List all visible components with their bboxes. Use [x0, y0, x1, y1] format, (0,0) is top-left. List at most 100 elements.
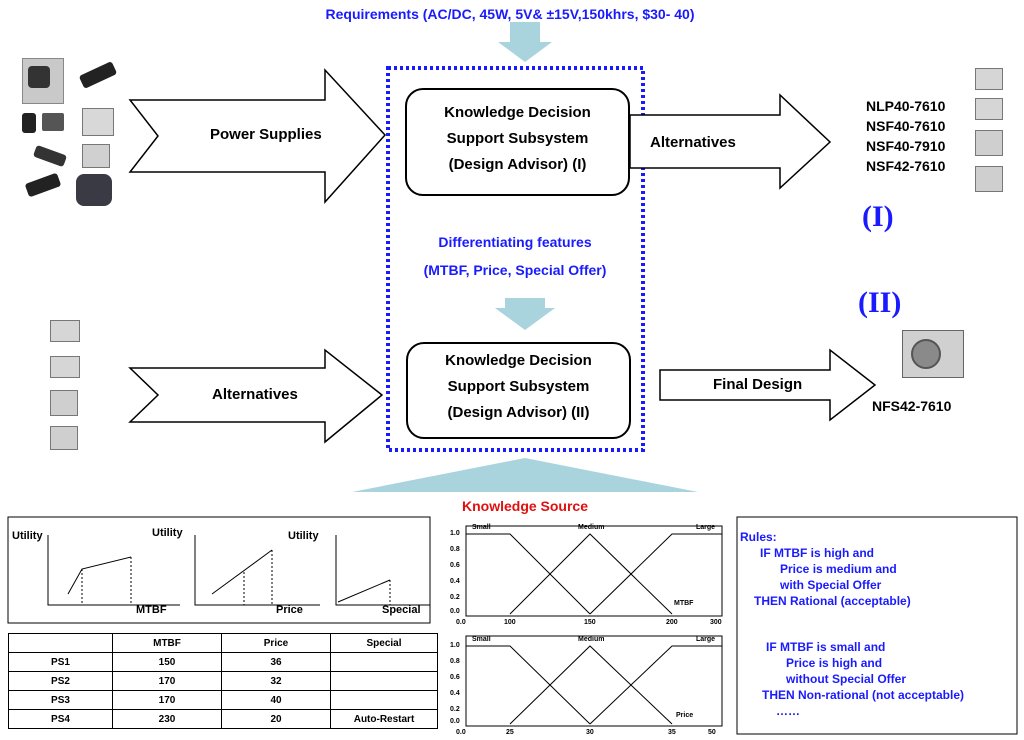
adapter-icon [22, 113, 36, 133]
utility-panel [7, 516, 431, 624]
y-tick: 1.0 [450, 642, 460, 649]
rule-line: IF MTBF is small and [766, 640, 886, 654]
y-tick: 1.0 [450, 530, 460, 537]
dss1-line3: (Design Advisor) (I) [448, 156, 587, 173]
x-tick: 25 [506, 729, 514, 736]
fuzzy-set-label: Medium [578, 636, 605, 643]
psu-box-icon [50, 320, 80, 342]
dss1-line1: Knowledge Decision [444, 104, 591, 121]
y-tick: 0.6 [450, 562, 460, 569]
rules-box [736, 516, 1018, 735]
table-cell: 36 [221, 652, 331, 672]
dss-box-2 [406, 342, 631, 439]
power-supplies-arrow [128, 68, 387, 204]
table-cell [330, 652, 438, 672]
adapter-icon [78, 61, 118, 89]
stage-2-label: (II) [858, 286, 902, 319]
features-line2: (MTBF, Price, Special Offer) [423, 262, 607, 278]
alternative-psu-icons-right [975, 68, 1015, 198]
fuzzy-var-label: MTBF [674, 600, 694, 607]
alternatives-in-label: Alternatives [212, 386, 298, 403]
utility-label-1: Utility [12, 530, 43, 542]
features-line1: Differentiating features [438, 234, 592, 250]
alt-item: NSF42-7610 [866, 158, 946, 174]
table-cell: 20 [221, 709, 331, 729]
alt-item: NSF40-7910 [866, 138, 946, 154]
psu-box-icon [50, 390, 78, 416]
power-supply-table: MTBF Price Special PS1 150 36 PS2 170 32… [8, 633, 438, 729]
table-cell [330, 671, 438, 691]
dss2-line1: Knowledge Decision [445, 352, 592, 369]
fuzzy-var-label: Price [676, 712, 694, 719]
rule-line: Price is high and [786, 656, 883, 670]
x-tick: 150 [584, 619, 596, 626]
x-tick: 30 [586, 729, 594, 736]
table-cell: PS4 [8, 709, 113, 729]
table-header: Price [221, 633, 331, 653]
table-row: PS4 230 20 Auto-Restart [8, 709, 438, 729]
knowledge-source-arrow [352, 458, 698, 492]
x-tick: 0.0 [456, 619, 466, 626]
table-header: MTBF [112, 633, 222, 653]
fuzzy-price-plot [465, 635, 723, 727]
psu-box-icon [975, 68, 1003, 90]
psu-box-icon [975, 166, 1003, 192]
x-tick: 300 [710, 619, 722, 626]
y-tick: 0.4 [450, 578, 460, 585]
final-design-label: Final Design [713, 376, 803, 393]
y-tick: 0.2 [450, 594, 460, 601]
final-product-label: NFS42-7610 [872, 398, 952, 414]
final-design-arrow [659, 348, 877, 422]
features-arrow [495, 298, 555, 330]
x-tick: 35 [668, 729, 676, 736]
y-tick: 0.6 [450, 674, 460, 681]
rule-line: THEN Non-rational (not acceptable) [762, 688, 965, 702]
power-supply-icons-left [20, 58, 140, 208]
psu-box-icon [975, 130, 1003, 156]
alternatives-out-label: Alternatives [650, 134, 736, 151]
x-tick: 200 [666, 619, 678, 626]
y-tick: 0.8 [450, 546, 460, 553]
table-header: Special [330, 633, 438, 653]
psu-box-icon [975, 98, 1003, 120]
utility-chart-price [194, 535, 320, 606]
requirements-label: Requirements (AC/DC, 45W, 5V& ±15V,150kh… [325, 6, 695, 22]
table-cell [330, 690, 438, 710]
x-tick: 100 [504, 619, 516, 626]
psu-box-icon [50, 356, 80, 378]
adapter-icon [42, 113, 64, 131]
fuzzy-set-label: Small [472, 636, 491, 643]
rule-line: Price is medium and [780, 562, 897, 576]
y-tick: 0.0 [450, 718, 460, 725]
fuzzy-mtbf-chart: Small Medium Large MTBF 1.0 0.8 0.6 0.4 … [448, 518, 730, 630]
fuzzy-set-label: Medium [578, 524, 605, 531]
psu-box-icon [82, 108, 114, 136]
requirements-arrow [498, 22, 552, 62]
utility-chart-special [335, 535, 430, 606]
table-cell: PS3 [8, 690, 113, 710]
utility-axis-price: Price [276, 604, 303, 616]
y-tick: 0.2 [450, 706, 460, 713]
table-cell: 170 [112, 690, 222, 710]
dss-box-1 [405, 88, 630, 196]
utility-axis-special: Special [382, 604, 421, 616]
y-tick: 0.4 [450, 690, 460, 697]
table-cell: 150 [112, 652, 222, 672]
rule-line: …… [776, 704, 800, 718]
adapter-icon [24, 172, 62, 198]
utility-axis-mtbf: MTBF [136, 604, 167, 616]
psu-box-icon [82, 144, 110, 168]
alt-item: NSF40-7610 [866, 118, 946, 134]
rule-line: with Special Offer [780, 578, 882, 592]
utility-label-2: Utility [152, 527, 183, 539]
y-tick: 0.8 [450, 658, 460, 665]
alternatives-in-arrow [128, 348, 384, 444]
table-cell: 40 [221, 690, 331, 710]
table-header-row: MTBF Price Special [8, 633, 438, 653]
adapter-icon [32, 144, 68, 168]
alternatives-out-arrow [629, 93, 832, 190]
table-cell: 170 [112, 671, 222, 691]
rule-line: IF MTBF is high and [760, 546, 874, 560]
alternative-psu-icons-left [50, 320, 90, 450]
dss2-line3: (Design Advisor) (II) [447, 404, 590, 421]
